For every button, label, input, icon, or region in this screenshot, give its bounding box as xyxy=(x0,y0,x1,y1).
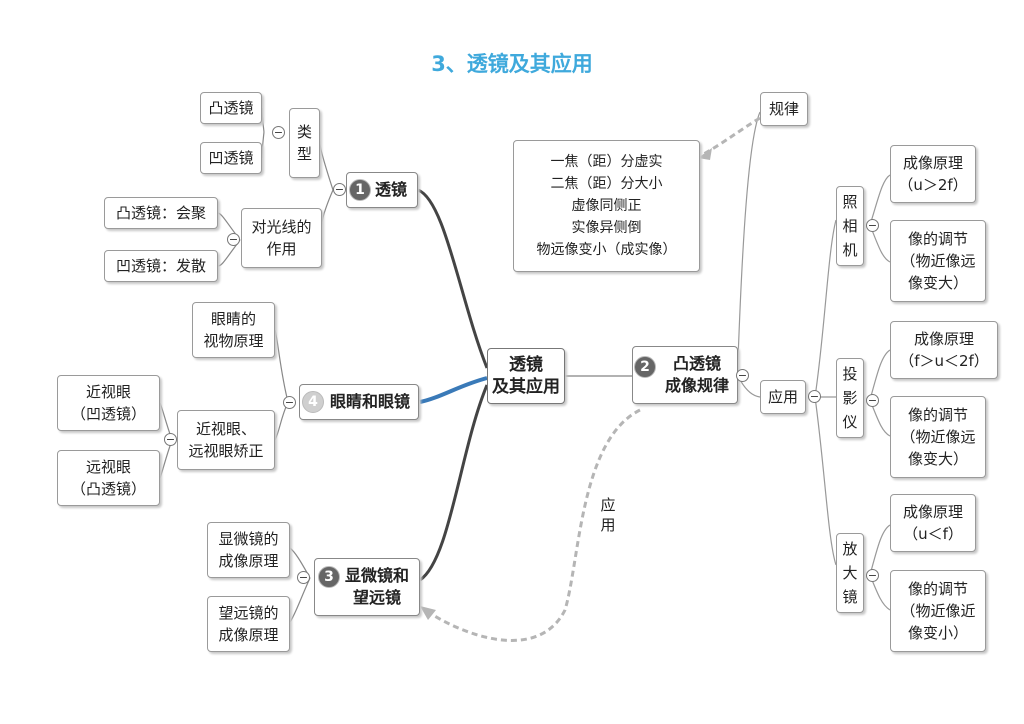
rule-1: 一焦（距）分虚实 xyxy=(550,154,663,170)
link-camera-principle xyxy=(869,174,891,226)
number-badge-4: 4 xyxy=(302,391,324,413)
application-node[interactable]: 应用 xyxy=(760,380,806,414)
branch-link-3 xyxy=(419,384,489,582)
projector-principle-node[interactable]: 成像原理 （f＞u＜2f） xyxy=(890,321,998,379)
diagram-title: 3、透镜及其应用 xyxy=(431,52,593,76)
link-1-type xyxy=(318,131,334,191)
collapse-toggle-4[interactable]: − xyxy=(283,396,296,409)
convex-effect-node[interactable]: 凸透镜：会聚 xyxy=(104,197,218,229)
concave-effect-node[interactable]: 凹透镜：发散 xyxy=(104,250,218,282)
camera-principle-node[interactable]: 成像原理 （u＞2f） xyxy=(890,145,976,203)
dashed-apply-label: 应 用 xyxy=(600,496,616,534)
link-app-magnifier xyxy=(814,396,837,566)
branch-4-label: 眼睛和眼镜 xyxy=(329,392,410,411)
collapse-toggle-projector[interactable]: − xyxy=(866,394,879,407)
branch-3-label: 显微镜和 望远镜 xyxy=(344,566,409,607)
collapse-toggle-type[interactable]: − xyxy=(272,126,285,139)
branch-link-1 xyxy=(417,188,489,369)
branch-1-label: 透镜 xyxy=(374,180,407,199)
collapse-toggle-camera[interactable]: − xyxy=(866,219,879,232)
collapse-toggle-effect[interactable]: − xyxy=(227,233,240,246)
collapse-toggle-correction[interactable]: − xyxy=(164,433,177,446)
concave-lens-node[interactable]: 凹透镜 xyxy=(200,142,262,174)
hyperopia-node[interactable]: 远视眼 （凸透镜） xyxy=(57,450,160,506)
projector-node[interactable]: 投 影 仪 xyxy=(836,358,864,438)
collapse-toggle-2[interactable]: − xyxy=(736,369,749,382)
number-badge-2: 2 xyxy=(634,356,656,378)
link-app-camera xyxy=(814,219,837,398)
link-mag-principle xyxy=(869,524,891,576)
link-type-convex xyxy=(261,107,265,133)
rule-5: 物远像变小（成实像） xyxy=(536,242,677,258)
microscope-node[interactable]: 显微镜的 成像原理 xyxy=(207,522,290,578)
collapse-toggle-3[interactable]: − xyxy=(297,571,310,584)
center-node[interactable]: 透镜 及其应用 xyxy=(487,348,565,404)
dashed-arrow-law-head xyxy=(698,148,712,160)
correction-node[interactable]: 近视眼、 远视眼矫正 xyxy=(177,410,275,470)
link-4-vision xyxy=(274,329,289,403)
link-1-effect xyxy=(320,189,334,241)
magnifier-node[interactable]: 放 大 镜 xyxy=(836,533,864,613)
camera-node[interactable]: 照 相 机 xyxy=(836,186,864,266)
rules-box: 一焦（距）分虚实 二焦（距）分大小 虚像同侧正 实像异侧倒 物远像变小（成实像） xyxy=(513,140,700,272)
type-node[interactable]: 类 型 xyxy=(289,108,320,178)
projector-adjust-node[interactable]: 像的调节 （物近像远 像变大） xyxy=(890,396,986,478)
branch-2-label: 凸透镜 成像规律 xyxy=(664,354,729,395)
branch-link-4 xyxy=(419,376,488,404)
rule-2: 二焦（距）分大小 xyxy=(550,176,663,192)
telescope-node[interactable]: 望远镜的 成像原理 xyxy=(207,596,290,652)
eye-vision-node[interactable]: 眼睛的 视物原理 xyxy=(192,302,275,358)
myopia-node[interactable]: 近视眼 （凹透镜） xyxy=(57,375,160,431)
camera-adjust-node[interactable]: 像的调节 （物近像远 像变大） xyxy=(890,220,986,302)
light-effect-node[interactable]: 对光线的 作用 xyxy=(241,208,322,268)
rule-3: 虚像同侧正 xyxy=(571,198,642,214)
link-type-concave xyxy=(261,131,265,159)
collapse-toggle-magnifier[interactable]: − xyxy=(866,569,879,582)
convex-lens-node[interactable]: 凸透镜 xyxy=(200,92,262,124)
link-proj-principle xyxy=(869,349,891,401)
dashed-arrow-apply-head xyxy=(420,606,436,620)
collapse-toggle-application[interactable]: − xyxy=(808,390,821,403)
magnifier-adjust-node[interactable]: 像的调节 （物近像近 像变小） xyxy=(890,570,986,652)
branch-1-node[interactable]: 透镜 xyxy=(346,172,418,208)
link-2-law xyxy=(737,111,761,361)
rule-4: 实像异侧倒 xyxy=(571,220,642,236)
magnifier-principle-node[interactable]: 成像原理 （u＜f） xyxy=(890,494,976,552)
number-badge-1: 1 xyxy=(349,179,371,201)
collapse-toggle-1[interactable]: − xyxy=(333,183,346,196)
law-node[interactable]: 规律 xyxy=(760,92,808,126)
number-badge-3: 3 xyxy=(318,566,340,588)
dashed-arrow-apply xyxy=(424,408,641,642)
link-3-tele xyxy=(289,577,311,623)
